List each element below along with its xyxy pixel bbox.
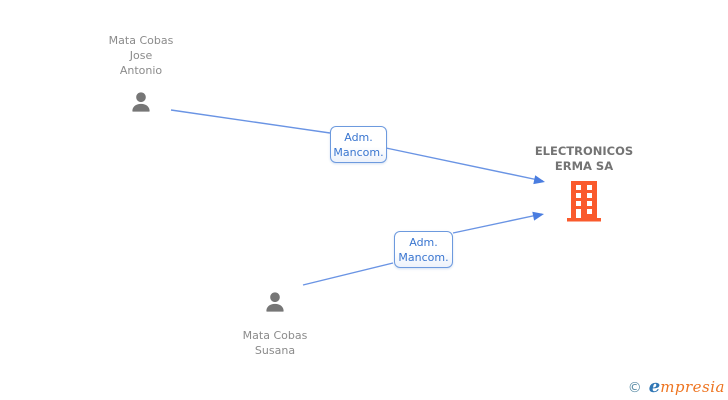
brand-text: mpresia — [660, 378, 725, 396]
building-icon — [566, 180, 602, 228]
empresia-logo[interactable]: © e mpresia — [628, 376, 725, 397]
node-person-mata-cobas-susana[interactable]: Mata Cobas Susana — [210, 288, 340, 358]
person-icon — [261, 288, 289, 320]
node-company-electronicos-erma-sa[interactable]: ELECTRONICOS ERMA SA — [519, 144, 649, 228]
edge-line — [302, 262, 394, 286]
edge-label-adm-mancom-2: Adm. Mancom. — [394, 231, 453, 268]
edge-label-adm-mancom-1: Adm. Mancom. — [330, 126, 387, 163]
person-icon — [127, 88, 155, 120]
brand-letter-e: e — [648, 376, 661, 397]
company-name: ELECTRONICOS ERMA SA — [534, 144, 634, 173]
copyright-icon: © — [627, 380, 642, 396]
person-name: Mata Cobas Susana — [242, 329, 308, 357]
person-name: Mata Cobas Jose Antonio — [108, 34, 174, 77]
node-person-mata-cobas-jose-antonio[interactable]: Mata Cobas Jose Antonio — [76, 33, 206, 120]
